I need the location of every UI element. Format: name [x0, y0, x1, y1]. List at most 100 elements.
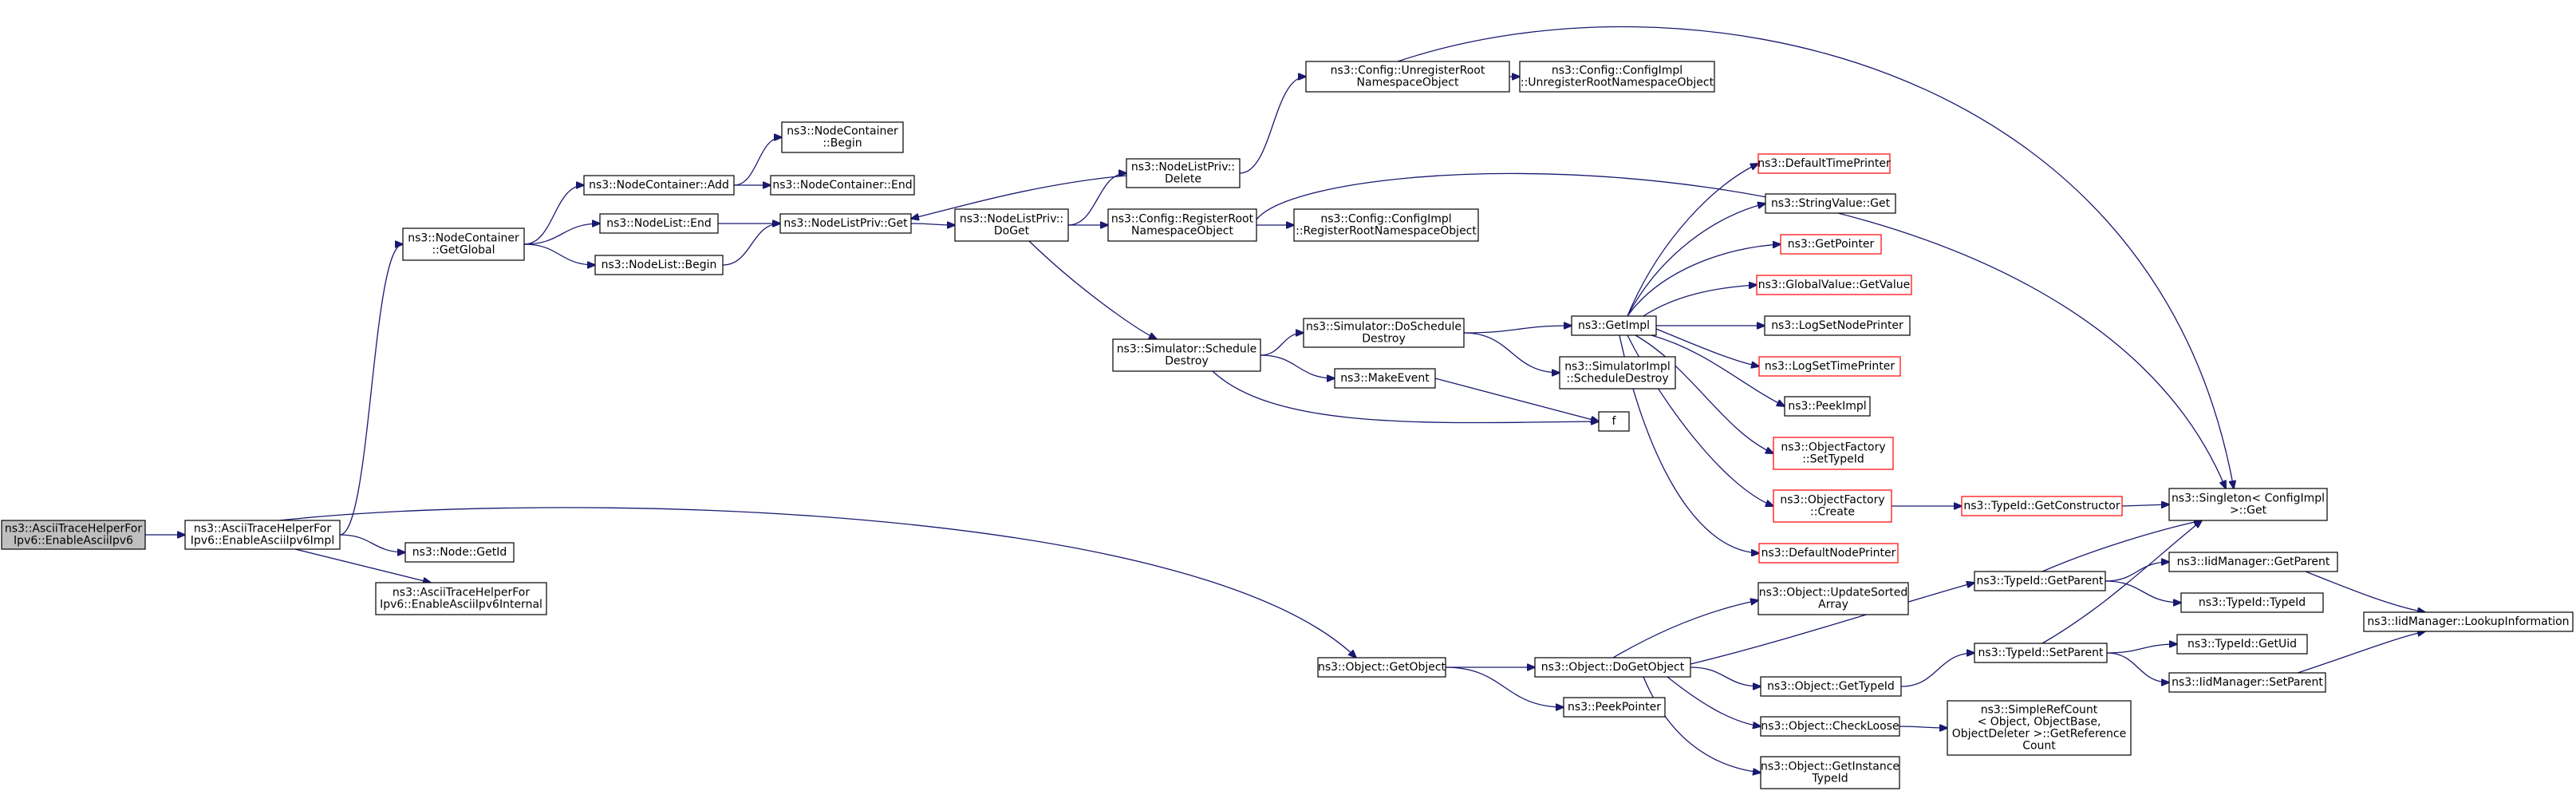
node-n17[interactable]: ns3::MakeEvent [1334, 368, 1436, 389]
node-n35[interactable]: ns3::Object::GetObject [1317, 657, 1446, 678]
node-box[interactable] [1773, 437, 1894, 470]
node-box[interactable] [779, 213, 912, 234]
node-n15[interactable]: ns3::Simulator::ScheduleDestroy [1112, 338, 1261, 372]
node-n14[interactable]: ns3::Config::ConfigImpl::RegisterRootNam… [1293, 208, 1479, 242]
node-n41[interactable]: ns3::TypeId::TypeId [2180, 592, 2324, 613]
node-box[interactable] [404, 542, 515, 563]
node-box[interactable] [1571, 315, 1657, 336]
node-box[interactable] [1947, 700, 2132, 756]
node-box[interactable] [1107, 208, 1257, 242]
node-n12[interactable]: ns3::Config::ConfigImpl::UnregisterRootN… [1519, 61, 1715, 93]
node-n4[interactable]: ns3::NodeContainer::Begin [781, 121, 904, 153]
node-box[interactable] [1563, 697, 1666, 718]
node-n20[interactable]: ns3::SimulatorImpl::ScheduleDestroy [1559, 356, 1676, 390]
node-box[interactable] [1534, 657, 1691, 678]
node-box[interactable] [375, 582, 547, 615]
node-box[interactable] [594, 255, 724, 275]
node-n2[interactable]: ns3::NodeContainer::GetGlobal [402, 227, 525, 261]
node-box[interactable] [954, 208, 1069, 242]
node-box[interactable] [2176, 634, 2308, 655]
node-box[interactable] [1303, 318, 1465, 348]
node-n23[interactable]: ns3::GetPointer [1780, 234, 1882, 255]
node-n13[interactable]: ns3::Config::RegisterRootNamespaceObject [1107, 208, 1257, 242]
node-n1[interactable]: ns3::AsciiTraceHelperForIpv6::EnableAsci… [184, 520, 341, 550]
node-box[interactable] [1519, 61, 1715, 93]
node-n42[interactable]: ns3::IidManager::LookupInformation [2363, 611, 2574, 632]
node-box[interactable] [599, 213, 719, 234]
node-box[interactable] [1773, 489, 1892, 523]
node-box[interactable] [583, 175, 735, 196]
node-box[interactable] [2168, 552, 2338, 572]
node-box[interactable] [1598, 411, 1630, 432]
node-box[interactable] [1126, 158, 1241, 188]
node-box[interactable] [1317, 657, 1446, 678]
node-n30[interactable]: ns3::DefaultNodePrinter [1758, 543, 1899, 564]
node-n31[interactable]: ns3::TypeId::GetConstructor [1961, 496, 2123, 516]
node-n45[interactable]: ns3::TypeId::GetUid [2176, 634, 2308, 655]
node-box[interactable] [1974, 643, 2108, 663]
node-n29[interactable]: ns3::ObjectFactory::Create [1773, 489, 1892, 523]
node-box[interactable] [184, 520, 341, 550]
node-box[interactable] [402, 227, 525, 261]
node-box[interactable] [1961, 496, 2123, 516]
node-box[interactable] [1765, 193, 1896, 214]
node-box[interactable] [2363, 611, 2574, 632]
node-n24[interactable]: ns3::GlobalValue::GetValue [1756, 275, 1912, 295]
node-n22[interactable]: ns3::StringValue::Get [1765, 193, 1896, 214]
node-n46[interactable]: ns3::IidManager::SetParent [2168, 672, 2326, 693]
node-box[interactable] [1, 520, 146, 550]
node-box[interactable] [1780, 234, 1882, 255]
node-n37[interactable]: ns3::PeekPointer [1563, 697, 1666, 718]
node-n33[interactable]: ns3::Node::GetId [404, 542, 515, 563]
node-box[interactable] [770, 175, 915, 196]
node-box[interactable] [1760, 756, 1900, 789]
node-n9[interactable]: ns3::NodeListPriv::DoGet [954, 208, 1069, 242]
node-box[interactable] [1784, 396, 1871, 417]
node-box[interactable] [1974, 571, 2106, 591]
node-box[interactable] [1764, 315, 1911, 336]
node-box[interactable] [781, 121, 904, 153]
node-box[interactable] [1760, 676, 1902, 697]
node-n26[interactable]: ns3::LogSetTimePrinter [1758, 356, 1901, 377]
node-box[interactable] [1756, 275, 1912, 295]
node-box[interactable] [1758, 543, 1899, 564]
node-n11[interactable]: ns3::Config::UnregisterRootNamespaceObje… [1305, 61, 1510, 93]
node-n5[interactable]: ns3::NodeContainer::End [770, 175, 915, 196]
node-box[interactable] [1334, 368, 1436, 389]
node-n27[interactable]: ns3::PeekImpl [1784, 396, 1871, 417]
node-box[interactable] [2180, 592, 2324, 613]
node-box[interactable] [1757, 153, 1891, 174]
node-n28[interactable]: ns3::ObjectFactory::SetTypeId [1773, 437, 1894, 470]
node-n18[interactable]: f [1598, 411, 1630, 432]
node-n43[interactable]: ns3::Object::GetTypeId [1760, 676, 1902, 697]
node-box[interactable] [1758, 356, 1901, 377]
node-box[interactable] [1112, 338, 1261, 372]
node-box[interactable] [1757, 582, 1909, 615]
node-n8[interactable]: ns3::NodeList::Begin [594, 255, 724, 275]
node-n21[interactable]: ns3::DefaultTimePrinter [1757, 153, 1891, 174]
node-box[interactable] [2168, 672, 2326, 693]
node-n10[interactable]: ns3::NodeListPriv::Delete [1126, 158, 1241, 188]
node-box[interactable] [1305, 61, 1510, 93]
node-n3[interactable]: ns3::NodeContainer::Add [583, 175, 735, 196]
node-n34[interactable]: ns3::AsciiTraceHelperForIpv6::EnableAsci… [375, 582, 547, 615]
node-n40[interactable]: ns3::IidManager::GetParent [2168, 552, 2338, 572]
node-n25[interactable]: ns3::LogSetNodePrinter [1764, 315, 1911, 336]
node-n39[interactable]: ns3::TypeId::GetParent [1974, 571, 2106, 591]
node-n47[interactable]: ns3::Object::CheckLoose [1760, 716, 1900, 737]
node-n7[interactable]: ns3::NodeListPriv::Get [779, 213, 912, 234]
node-n48[interactable]: ns3::SimpleRefCount< Object, ObjectBase,… [1947, 700, 2132, 756]
node-box[interactable] [2168, 488, 2328, 521]
node-n0[interactable]: ns3::AsciiTraceHelperForIpv6::EnableAsci… [1, 520, 146, 550]
node-n6[interactable]: ns3::NodeList::End [599, 213, 719, 234]
node-box[interactable] [1760, 716, 1900, 737]
node-n36[interactable]: ns3::Object::DoGetObject [1534, 657, 1691, 678]
node-n19[interactable]: ns3::GetImpl [1571, 315, 1657, 336]
node-box[interactable] [1293, 208, 1479, 242]
node-n32[interactable]: ns3::Singleton< ConfigImpl >::Get [2168, 488, 2328, 521]
node-box[interactable] [1559, 356, 1676, 390]
node-n44[interactable]: ns3::TypeId::SetParent [1974, 643, 2108, 663]
